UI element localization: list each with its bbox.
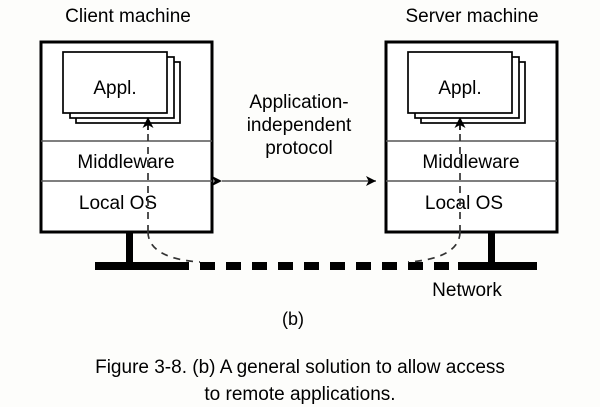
client-bus-curve	[147, 231, 201, 263]
server-network-stem	[488, 232, 495, 268]
protocol-line3: protocol	[265, 138, 333, 159]
protocol-line2: independent	[247, 115, 352, 136]
protocol-line1: Application-	[249, 92, 348, 113]
figure-caption-line1: Figure 3-8. (b) A general solution to al…	[95, 357, 505, 378]
server-os-label: Local OS	[425, 193, 503, 214]
client-network-stem	[126, 232, 133, 268]
protocol-group: Application- independent protocol	[212, 92, 376, 186]
client-app-label: Appl.	[93, 78, 136, 99]
server-app-box-front	[407, 51, 513, 114]
internal-dashed-links	[142, 117, 466, 232]
client-os-label: Local OS	[79, 193, 157, 214]
client-machine-title: Client machine	[65, 6, 191, 27]
client-machine-group: Appl. Middleware Local OS Client machine	[39, 6, 214, 234]
server-machine-group: Appl. Middleware Local OS Server machine	[384, 6, 559, 234]
client-middleware-label: Middleware	[77, 152, 174, 173]
server-bus-curve	[407, 231, 461, 263]
subfigure-label: (b)	[282, 309, 304, 329]
client-network-foot	[95, 262, 174, 270]
server-network-foot	[458, 262, 537, 270]
figure-caption-line2: to remote applications.	[204, 384, 395, 405]
network-label: Network	[432, 280, 502, 301]
network-group: Network	[95, 231, 537, 301]
client-app-box-front	[62, 51, 168, 114]
server-machine-title: Server machine	[405, 6, 538, 27]
server-app-label: Appl.	[438, 78, 481, 99]
server-middleware-label: Middleware	[422, 152, 519, 173]
